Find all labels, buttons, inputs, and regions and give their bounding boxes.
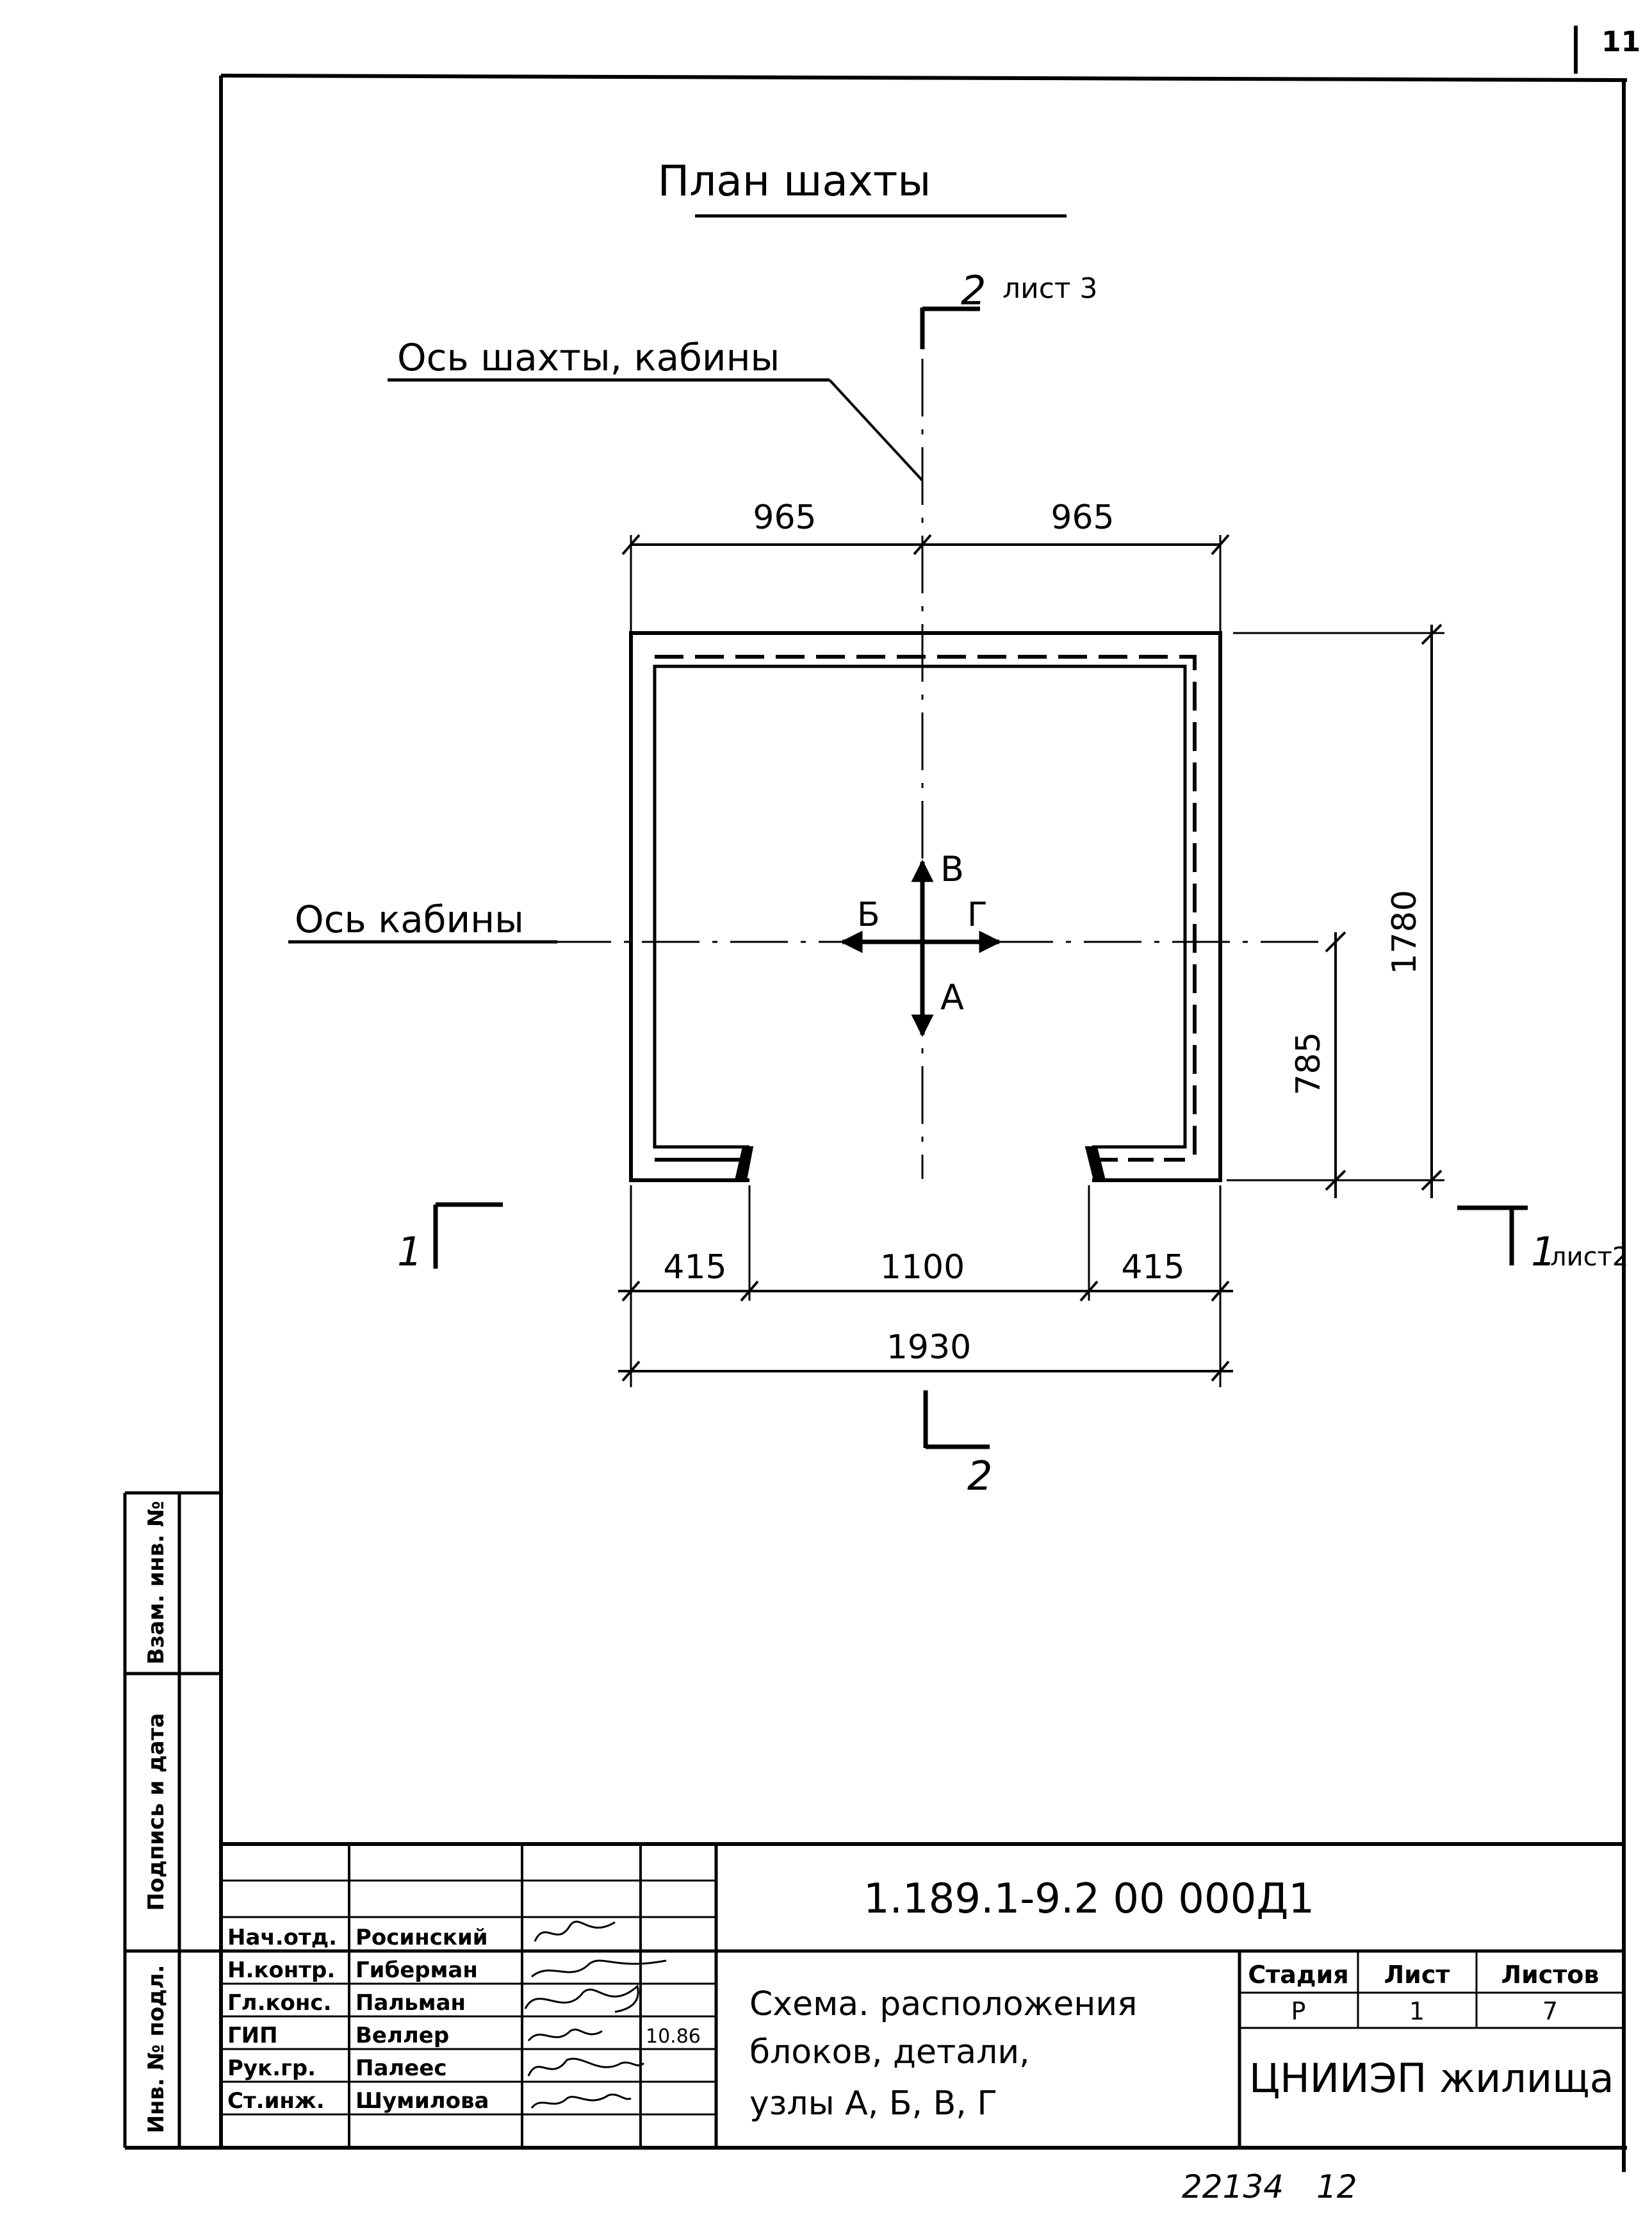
dim-height-axis: 785 — [1289, 1032, 1328, 1095]
dim-top-right: 965 — [1051, 498, 1114, 537]
dimension-top: 965 965 — [621, 498, 1230, 631]
dim-bottom-right: 415 — [1121, 1248, 1184, 1287]
row-name: Гиберман — [356, 1957, 478, 1983]
section-2-bottom-number: 2 — [967, 1453, 992, 1499]
shaft-axis-callout: Ось шахты, кабины — [388, 336, 924, 482]
section-2-number: 2 — [961, 267, 986, 314]
title-line-1: Схема. расположения — [749, 1985, 1137, 2023]
plan-title: План шахты — [658, 156, 931, 206]
section-1-right-sheet-ref: лист2 — [1550, 1242, 1628, 1272]
dimension-right-axis: 785 — [1289, 931, 1346, 1198]
section-1-left-number: 1 — [397, 1228, 422, 1275]
title-block-row: Нач.отд. Росинский — [227, 1925, 488, 1950]
section-2-sheet-ref: лист 3 — [1002, 272, 1098, 305]
row-date: 10.86 — [646, 2025, 701, 2048]
sheet-frame — [125, 74, 1628, 2172]
footer: 22134 12 — [1182, 2168, 1357, 2205]
dim-width-total: 1930 — [887, 1328, 971, 1367]
title-line-2: блоков, детали, — [749, 2033, 1030, 2071]
direction-arrows: В Б Г А — [840, 849, 1002, 1037]
sheet-number-text: 11 — [1601, 26, 1640, 58]
title-block-row: ГИП Веллер 10.86 — [227, 2023, 701, 2048]
direction-up-label: В — [940, 849, 964, 889]
dimension-right-total: 1780 — [1227, 623, 1444, 1198]
organization-name: ЦНИИЭП жилища — [1249, 2055, 1614, 2102]
sheet-value: 1 — [1409, 1997, 1425, 2025]
row-role: Н.контр. — [227, 1957, 335, 1983]
door-jamb-left — [734, 1146, 754, 1181]
dim-bottom-left: 415 — [663, 1248, 726, 1287]
stamp-inv-original: Инв. № подл. — [143, 1964, 169, 2133]
door-jamb-right — [1084, 1146, 1106, 1181]
row-role: ГИП — [227, 2023, 278, 2048]
sheet-header: Лист — [1384, 1961, 1450, 1989]
signatures — [524, 1920, 667, 2109]
drawing-designation: 1.189.1-9.2 00 000Д1 — [863, 1875, 1314, 1923]
shaft-axis-label: Ось шахты, кабины — [397, 336, 780, 379]
section-1-right-number: 1 — [1531, 1228, 1556, 1275]
title-block-row: Рук.гр. Палеес — [227, 2055, 447, 2081]
title-block-row: Ст.инж. Шумилова — [227, 2088, 489, 2114]
row-name: Палеес — [356, 2055, 447, 2081]
title-line-3: узлы А, Б, В, Г — [749, 2084, 997, 2123]
stage-value: Р — [1291, 1997, 1306, 2025]
title-block: 1.189.1-9.2 00 000Д1 Нач.отд. Росинский … — [221, 1842, 1624, 2148]
dim-top-left: 965 — [753, 498, 816, 537]
title-block-row: Н.контр. Гиберман — [227, 1957, 478, 1983]
footer-page: 12 — [1316, 2168, 1357, 2205]
direction-left-label: Б — [857, 896, 880, 934]
stamp-signature-date: Подпись и дата — [143, 1713, 169, 1911]
row-name: Росинский — [356, 1925, 488, 1950]
section-marker-2-bottom: 2 — [923, 1390, 992, 1499]
dim-height-total: 1780 — [1386, 890, 1424, 975]
stage-header: Стадия — [1248, 1961, 1348, 1989]
dimension-bottom-total: 1930 — [618, 1328, 1233, 1382]
sheets-header: Листов — [1501, 1961, 1599, 1989]
cabin-axis-label: Ось кабины — [295, 898, 524, 941]
sheets-value: 7 — [1542, 1997, 1558, 2025]
row-role: Рук.гр. — [227, 2055, 316, 2081]
dimension-bottom-split: 415 1100 415 — [618, 1185, 1233, 1387]
direction-down-label: А — [940, 977, 964, 1017]
title-block-row: Гл.конс. Пальман — [227, 1990, 466, 2016]
row-name: Шумилова — [356, 2088, 489, 2114]
drawing-title: План шахты — [658, 156, 1067, 218]
section-marker-2-top: 2 лист 3 — [920, 267, 1098, 349]
shaft-walls — [629, 631, 1222, 1182]
row-role: Гл.конс. — [227, 1990, 331, 2016]
section-marker-1-right: 1 лист2 — [1457, 1205, 1628, 1275]
cabin-axis-callout: Ось кабины — [288, 898, 557, 944]
row-role: Нач.отд. — [227, 1925, 337, 1950]
sheet-corner-number: 11 — [1574, 26, 1640, 74]
stamp-swap-inv: Взам. инв. № — [143, 1501, 169, 1665]
row-name: Пальман — [356, 1990, 466, 2016]
section-marker-1-left: 1 — [397, 1202, 503, 1275]
dim-door-opening: 1100 — [880, 1248, 965, 1287]
row-name: Веллер — [356, 2023, 449, 2048]
direction-right-label: Г — [967, 896, 988, 934]
footer-number: 22134 — [1182, 2168, 1284, 2205]
margin-stamp: Взам. инв. № Подпись и дата Инв. № подл. — [123, 1491, 221, 2148]
row-role: Ст.инж. — [227, 2088, 325, 2114]
